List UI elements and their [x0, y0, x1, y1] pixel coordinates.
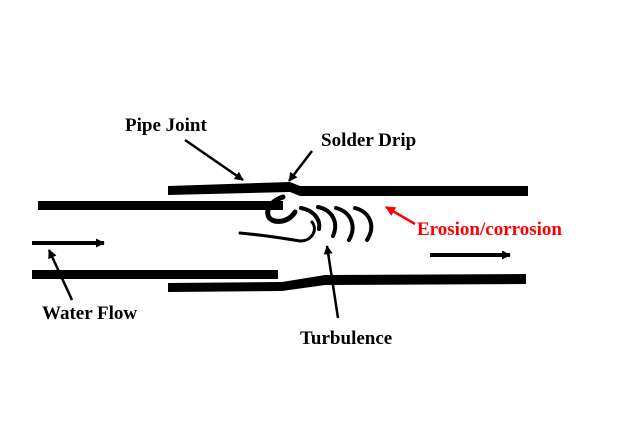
turbulence-pointer — [323, 245, 340, 319]
water-flow-label: Water Flow — [42, 303, 137, 324]
right-pipe-top-wall — [168, 182, 528, 196]
pipe-joint-pointer — [184, 138, 244, 182]
turbulence-swirl — [316, 205, 338, 238]
solder-drip-label: Solder Drip — [321, 130, 416, 151]
solder-drip — [265, 194, 298, 224]
left-pipe-bottom-wall — [32, 270, 278, 279]
right-pipe-bottom-wall — [168, 274, 526, 292]
left-pipe-top-wall — [38, 201, 283, 210]
turbulence-swirl — [238, 220, 316, 243]
solder-drip-pointer — [288, 150, 313, 182]
turbulence-label: Turbulence — [300, 328, 392, 349]
erosion-region — [300, 196, 389, 211]
water-flow-pointer — [47, 249, 74, 301]
erosion-corrosion-label: Erosion/corrosion — [417, 219, 562, 240]
turbulence-swirl — [334, 206, 355, 242]
pipe-joint-label: Pipe Joint — [125, 115, 207, 136]
turbulence-swirl — [353, 206, 374, 242]
turbulence-swirl — [299, 206, 322, 231]
erosion-pointer — [385, 205, 416, 226]
